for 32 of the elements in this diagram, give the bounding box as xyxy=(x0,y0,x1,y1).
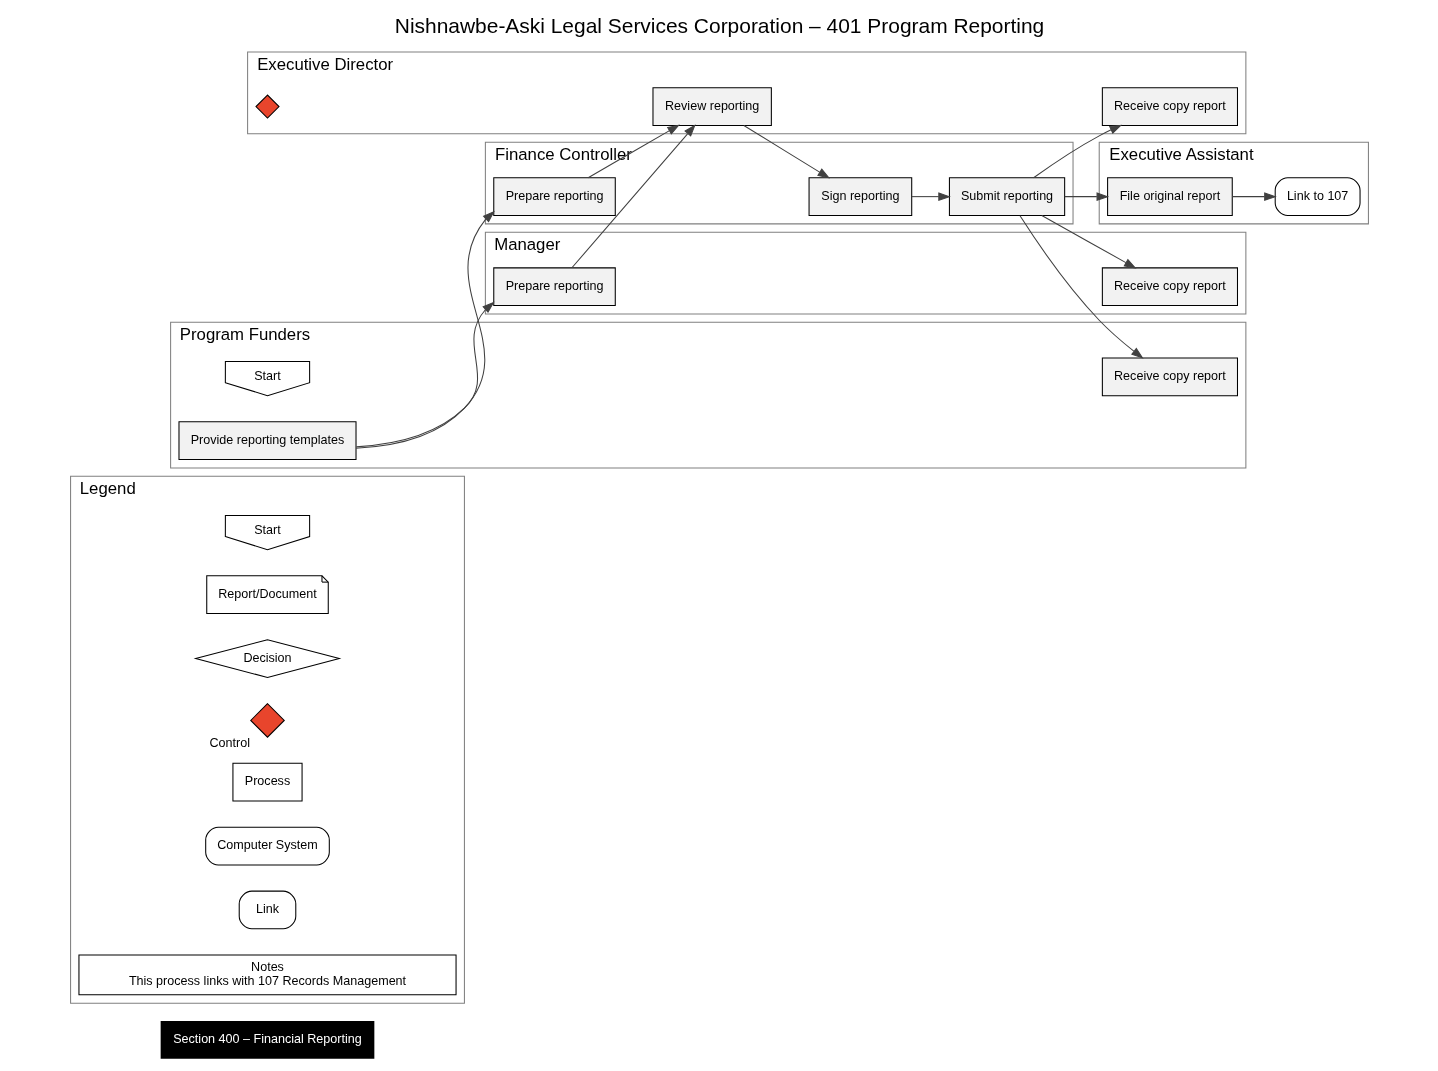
node-label: Control xyxy=(209,736,250,751)
node-box: Notes This process links with 107 Records Management xyxy=(77,954,457,996)
node-diamond xyxy=(249,702,285,738)
arrow xyxy=(1032,124,1122,179)
node-box: Receive copy report xyxy=(1101,267,1238,307)
arrow xyxy=(1231,192,1277,202)
node-box: Prepare reporting xyxy=(492,267,616,307)
node-box: Provide reporting templates xyxy=(177,421,357,461)
arrow xyxy=(910,192,951,202)
node-box: Computer System xyxy=(204,826,330,866)
node-box: Prepare reporting xyxy=(492,177,616,216)
arrow xyxy=(355,301,495,448)
arrow xyxy=(742,124,830,179)
node-box: Process xyxy=(231,762,303,802)
node-box: Link to 107 xyxy=(1274,177,1361,216)
arrow xyxy=(355,210,495,449)
node-box: Link xyxy=(238,890,296,930)
node-diamond: Decision xyxy=(193,639,341,678)
node-diamond xyxy=(254,94,280,119)
arrow xyxy=(1019,215,1144,359)
arrow xyxy=(1040,215,1137,269)
node-box: Review reporting xyxy=(651,87,772,126)
diagram-title: Nishnawbe-Aski Legal Services Corporation – 401 Program Reporting xyxy=(394,14,1044,38)
node-box: Submit reporting xyxy=(948,177,1065,216)
arrow xyxy=(1063,192,1109,202)
arrow xyxy=(570,124,696,269)
node-box: Sign reporting xyxy=(808,177,912,216)
node-box: Receive copy report xyxy=(1101,87,1238,126)
node-box: File original report xyxy=(1106,177,1233,216)
arrow xyxy=(587,124,680,179)
label: Section 400 – Financial Reporting xyxy=(172,1032,362,1047)
node-box: Receive copy report xyxy=(1101,357,1238,397)
